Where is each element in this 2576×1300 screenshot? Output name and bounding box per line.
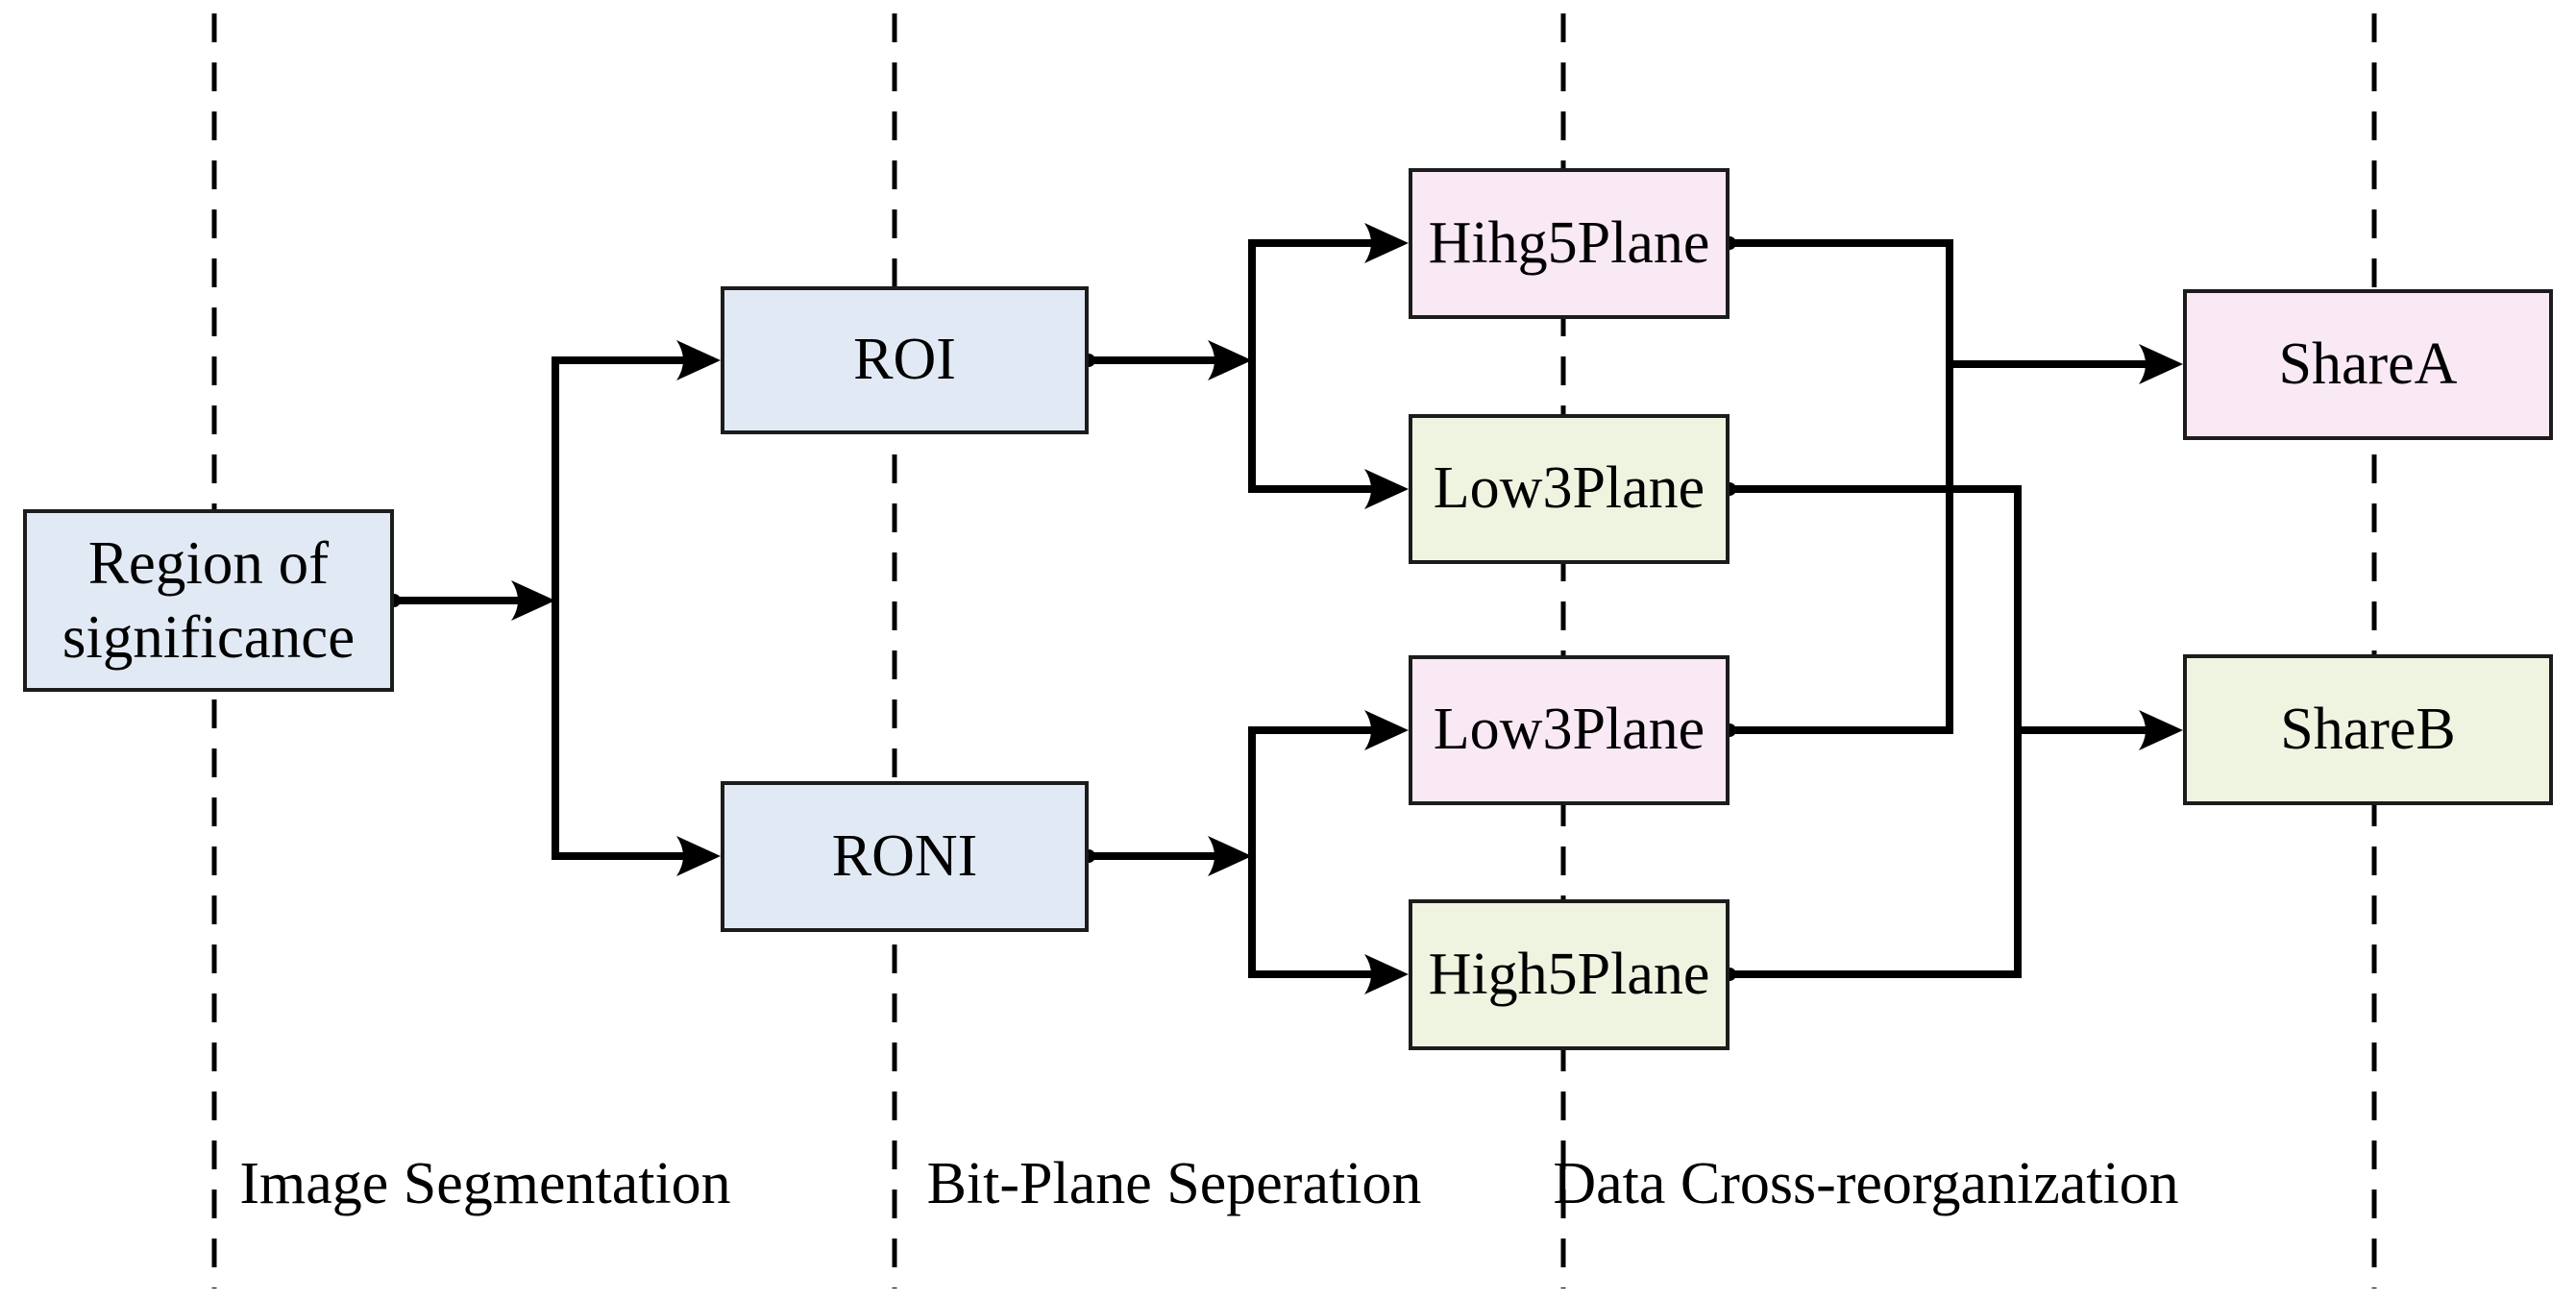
node-label: Hihg5Plane xyxy=(1428,209,1710,276)
arrowhead-icon xyxy=(1364,710,1409,750)
node-label: ShareB xyxy=(2280,696,2456,762)
arrowhead-icon xyxy=(2139,710,2183,750)
node-roni: RONI xyxy=(721,781,1089,932)
arrowhead-icon xyxy=(1364,954,1409,994)
node-label: ROI xyxy=(853,327,956,393)
wire-split-to-roi-roni xyxy=(552,356,688,860)
wire-split-to-roi-planes xyxy=(1248,239,1376,493)
arrowhead-icon xyxy=(676,340,721,380)
node-roni-low3plane: Low3Plane xyxy=(1409,655,1730,805)
arrowhead-icon xyxy=(676,836,721,876)
dashed-divider-lines xyxy=(211,13,2377,1288)
arrowhead-icon xyxy=(511,580,555,621)
node-roi-low3plane: Low3Plane xyxy=(1409,414,1730,564)
stage-label-bit-plane-seperation: Bit-Plane Seperation xyxy=(926,1151,1422,1216)
arrowhead-icon xyxy=(2139,344,2183,384)
node-roi-high5plane: Hihg5Plane xyxy=(1409,168,1730,319)
connector-lines xyxy=(394,239,2147,978)
node-label: ShareA xyxy=(2278,331,2458,397)
arrowhead-icon xyxy=(1364,469,1409,509)
stage-label-data-cross-reorganization: Data Cross-reorganization xyxy=(1553,1151,2179,1216)
arrowhead-icon xyxy=(1208,836,1252,876)
node-region-of-significance: Region of significance xyxy=(23,509,394,692)
node-label: Low3Plane xyxy=(1433,697,1705,763)
arrowhead-icon xyxy=(1364,223,1409,263)
arrowhead-icon xyxy=(1208,340,1252,380)
node-label: RONI xyxy=(831,822,978,889)
node-label: Low3Plane xyxy=(1433,455,1705,522)
wire-split-to-roni-planes xyxy=(1248,726,1376,978)
node-share-a: ShareA xyxy=(2183,289,2553,440)
node-roi: ROI xyxy=(721,286,1089,434)
arrowheads xyxy=(511,223,2183,994)
node-label: High5Plane xyxy=(1428,941,1710,1007)
node-share-b: ShareB xyxy=(2183,654,2553,805)
stage-label-image-segmentation: Image Segmentation xyxy=(239,1151,731,1216)
node-roni-high5plane: High5Plane xyxy=(1409,899,1730,1050)
node-label: Region of significance xyxy=(61,529,356,671)
